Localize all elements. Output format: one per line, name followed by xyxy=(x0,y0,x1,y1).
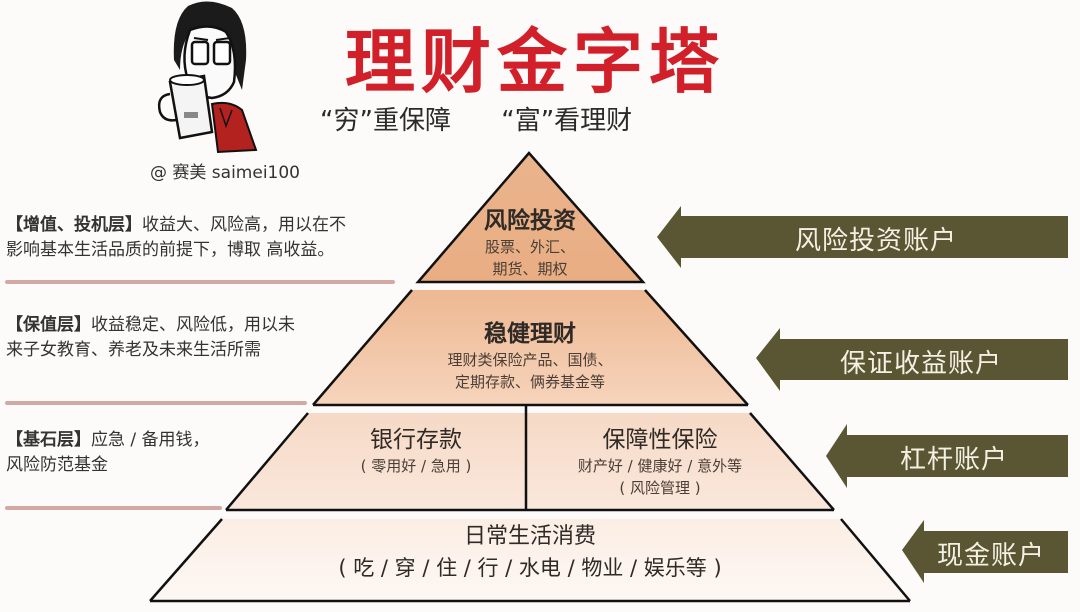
layer-name: 【增值、投机层】 xyxy=(6,215,142,235)
divider xyxy=(5,506,222,510)
account-label-cash: 现金账户 xyxy=(937,541,1046,571)
layer-description-appreciation: 【增值、投机层】收益大、风险高，用以在不 影响基本生活品质的前提下，博取 高收益… xyxy=(6,213,406,263)
tier-title: 日常生活消费 xyxy=(463,524,596,549)
layer-name: 【保值层】 xyxy=(6,315,91,335)
arrow-left-icon xyxy=(756,328,1068,391)
subtitle-right: “富”看理财 xyxy=(501,106,633,136)
tier-subtitle: ( 吃 / 穿 / 住 / 行 / 水电 / 物业 / 娱乐等 ) xyxy=(338,556,722,580)
pyramid-tier-1 xyxy=(415,151,646,284)
account-label-risk-investment: 风险投资账户 xyxy=(795,226,958,256)
tier-title: 风险投资 xyxy=(484,208,576,234)
tier-title: 稳健理财 xyxy=(484,321,576,347)
subtitle-left: “穷”重保障 xyxy=(320,106,451,136)
tier-subtitle: ( 风险管理 ) xyxy=(619,479,701,497)
page-title: 理财金字塔 xyxy=(345,21,725,103)
tier-subtitle: 股票、外汇、 xyxy=(484,238,575,256)
layer-desc-line2: 风险防范基金 xyxy=(6,455,108,475)
tier-subtitle: 财产好 / 健康好 / 意外等 xyxy=(577,457,743,475)
tier-1-label: 风险投资 股票、外汇、 期货、期权 xyxy=(430,206,630,280)
tier-title: 银行存款 xyxy=(370,427,462,453)
tier-title: 保障性保险 xyxy=(602,427,718,453)
layer-desc-line1: 收益稳定、风险低，用以未 xyxy=(91,315,295,335)
author-credit: @ 赛美 saimei100 xyxy=(150,163,300,183)
tier-subtitle: ( 零用好 / 急用 ) xyxy=(360,457,472,475)
account-label-guaranteed-return: 保证收益账户 xyxy=(840,349,1003,379)
pyramid-tier-3 xyxy=(226,413,834,510)
tier-3-right-label: 保障性保险 财产好 / 健康好 / 意外等 ( 风险管理 ) xyxy=(540,425,780,499)
cartoon-woman-icon xyxy=(157,1,258,154)
layer-desc-line1: 收益大、风险高，用以在不 xyxy=(142,215,346,235)
arrow-left-icon xyxy=(657,206,1068,268)
account-label-leverage: 杠杆账户 xyxy=(900,445,1009,475)
arrow-left-icon xyxy=(826,424,1068,488)
tier-subtitle: 定期存款、俩券基金等 xyxy=(454,373,605,391)
divider xyxy=(5,280,395,284)
tier-4-label: 日常生活消费 ( 吃 / 穿 / 住 / 行 / 水电 / 物业 / 娱乐等 ) xyxy=(280,522,780,584)
subtitle: “穷”重保障 “富”看理财 xyxy=(320,104,632,138)
layer-desc-line2: 来子女教育、养老及未来生活所需 xyxy=(6,340,261,360)
layer-name: 【基石层】 xyxy=(6,430,91,450)
tier-2-label: 稳健理财 理财类保险产品、国债、 定期存款、俩券基金等 xyxy=(380,319,680,393)
pyramid-tier-2 xyxy=(313,290,748,405)
layer-desc-line2: 影响基本生活品质的前提下，博取 高收益。 xyxy=(6,240,335,260)
tier-3-left-label: 银行存款 ( 零用好 / 急用 ) xyxy=(316,425,516,477)
tier-subtitle: 期货、期权 xyxy=(492,260,568,278)
pyramid-tier-4 xyxy=(150,519,910,601)
tier-subtitle: 理财类保险产品、国债、 xyxy=(447,351,613,369)
arrow-left-icon xyxy=(902,520,1068,583)
layer-description-preservation: 【保值层】收益稳定、风险低，用以未 来子女教育、养老及未来生活所需 xyxy=(6,313,406,363)
layer-desc-line1: 应急 / 备用钱， xyxy=(91,430,210,450)
divider xyxy=(5,401,307,405)
layer-description-foundation: 【基石层】应急 / 备用钱， 风险防范基金 xyxy=(6,428,406,478)
